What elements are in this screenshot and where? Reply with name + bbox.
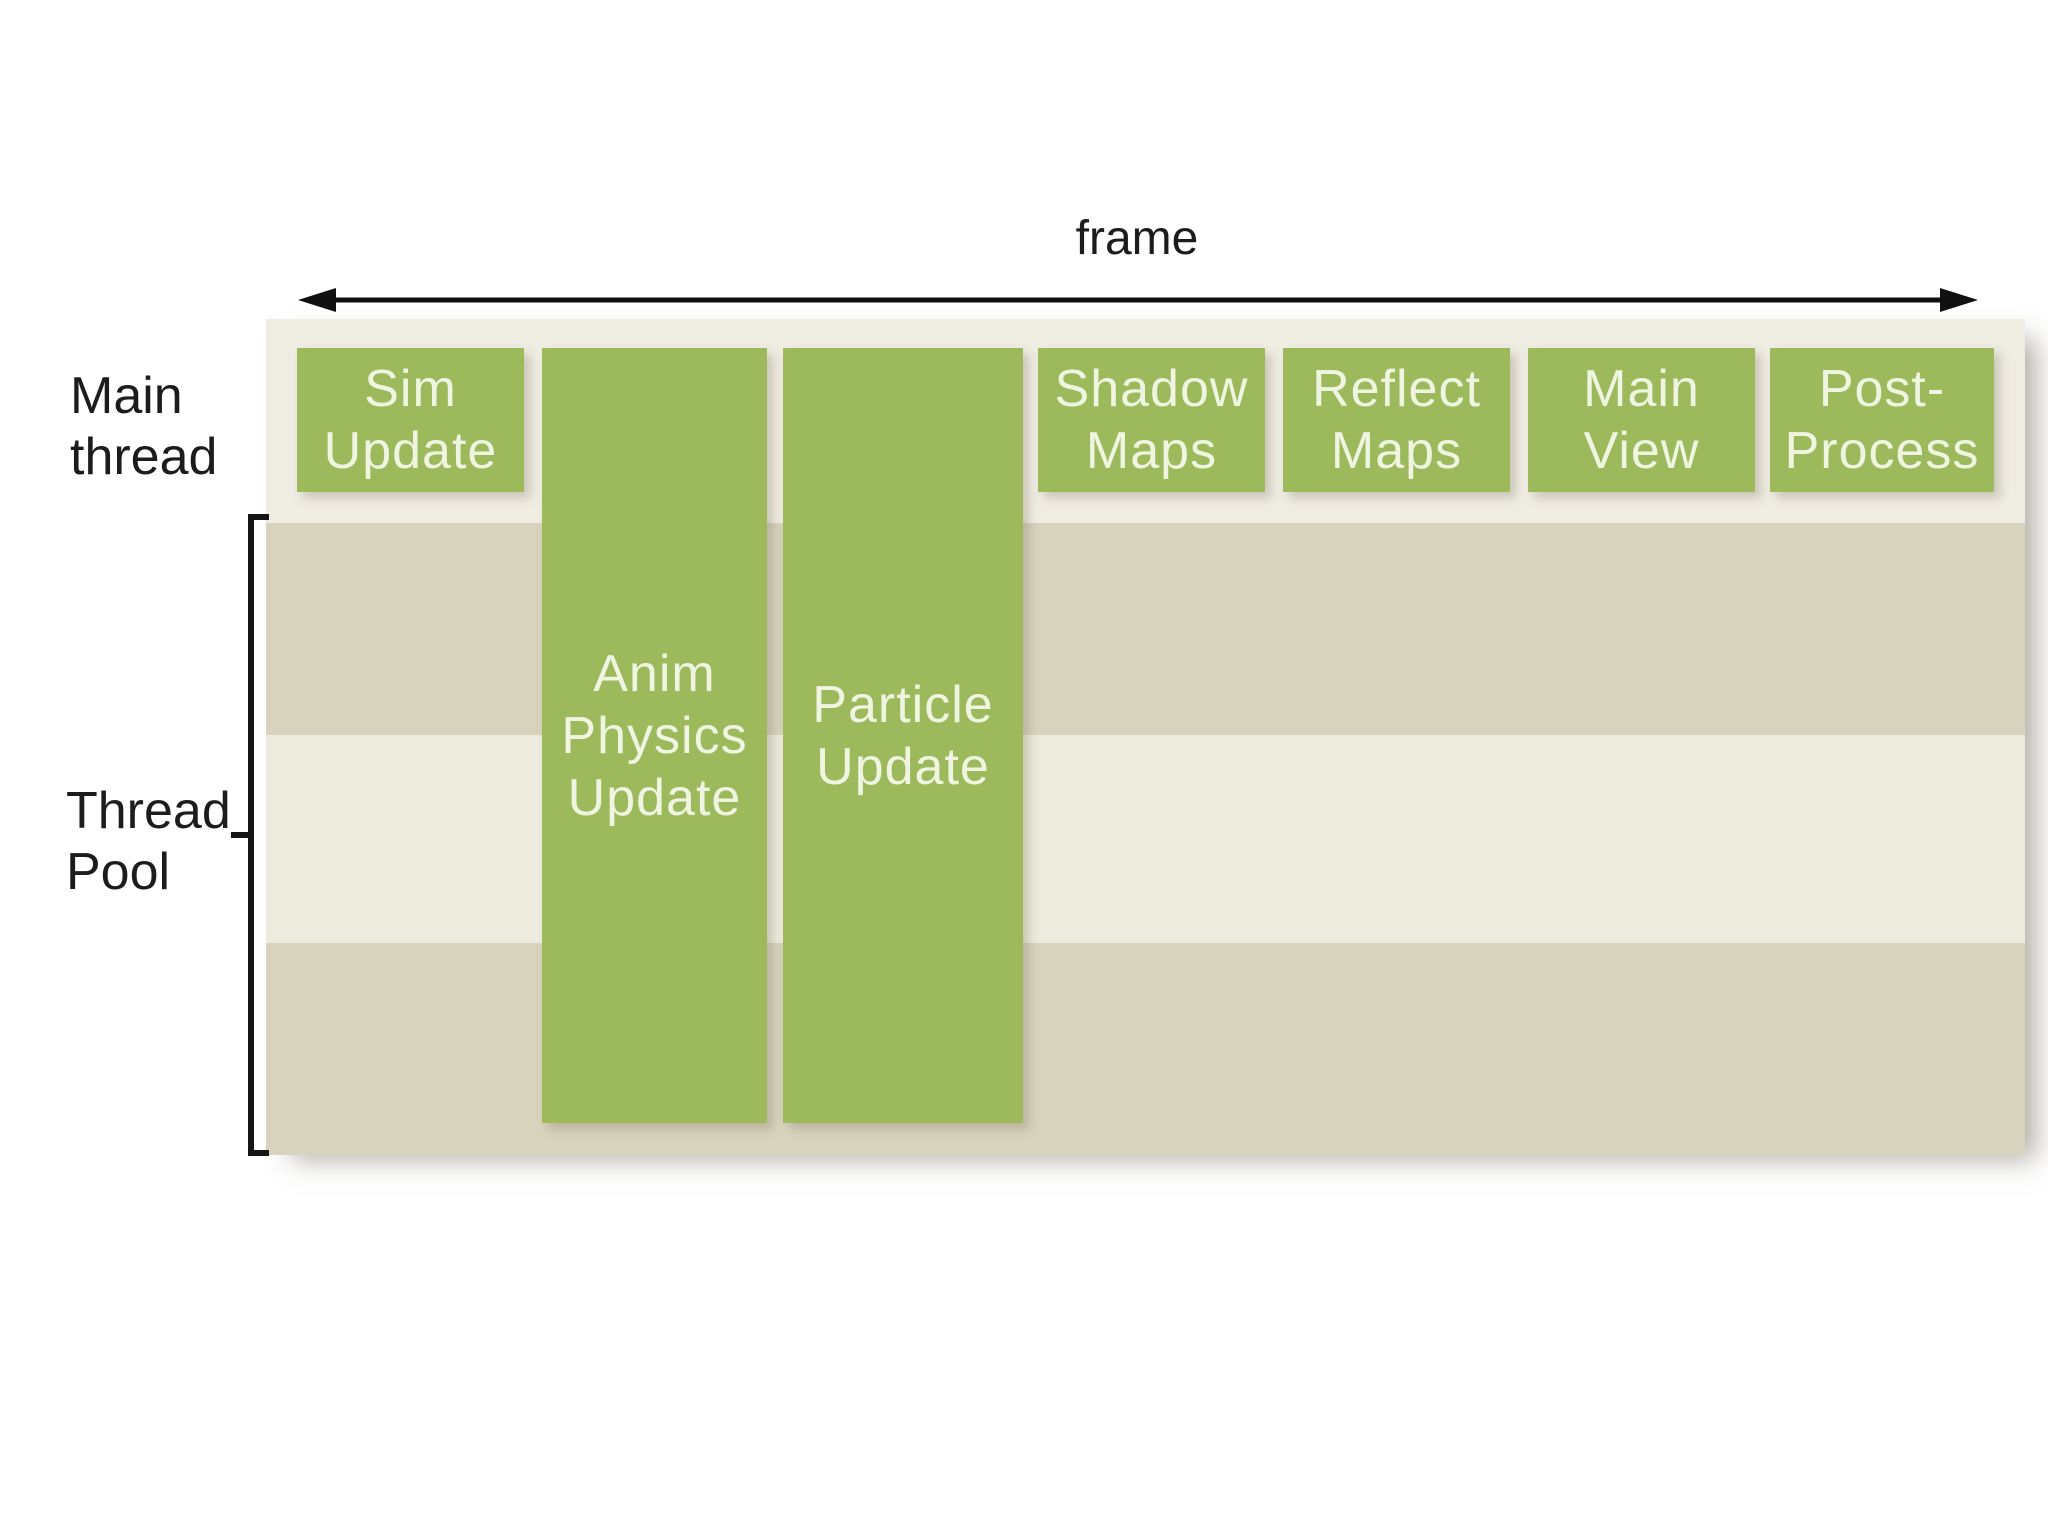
task-label: Anim Physics Update bbox=[561, 644, 748, 827]
task-box-anim-physics-update: Anim Physics Update bbox=[542, 348, 767, 1123]
thread-pool-bracket-line bbox=[248, 514, 254, 1156]
thread-pool-lane-1 bbox=[266, 523, 2025, 735]
task-box-main-view: Main View bbox=[1528, 348, 1755, 492]
thread-pool-bracket-foot-top bbox=[248, 514, 269, 520]
task-label: Main View bbox=[1583, 360, 1700, 480]
arrow-left-head bbox=[298, 288, 336, 312]
task-box-shadow-maps: Shadow Maps bbox=[1038, 348, 1265, 492]
task-box-sim-update: Sim Update bbox=[297, 348, 524, 492]
task-box-particle-update: Particle Update bbox=[783, 348, 1023, 1123]
thread-pool-lane-3 bbox=[266, 943, 2025, 1155]
thread-pool-bracket-mid-tick bbox=[231, 832, 248, 838]
main-thread-label: Main thread bbox=[70, 367, 218, 486]
frame-extent-arrow bbox=[298, 288, 1978, 312]
task-label: Sim Update bbox=[323, 360, 498, 480]
thread-pool-bracket-foot-bottom bbox=[248, 1150, 269, 1156]
task-box-reflect-maps: Reflect Maps bbox=[1283, 348, 1510, 492]
task-label: Shadow Maps bbox=[1054, 360, 1249, 480]
thread-pool-lane-2 bbox=[266, 735, 2025, 943]
task-label: Reflect Maps bbox=[1312, 360, 1481, 480]
task-box-post-process: Post- Process bbox=[1770, 348, 1994, 492]
arrow-right-head bbox=[1940, 288, 1978, 312]
task-label: Post- Process bbox=[1784, 360, 1980, 480]
thread-pool-label: Thread Pool bbox=[66, 782, 231, 901]
task-label: Particle Update bbox=[812, 675, 994, 796]
arrow-shaft bbox=[332, 297, 1944, 303]
frame-label: frame bbox=[1075, 212, 1199, 265]
